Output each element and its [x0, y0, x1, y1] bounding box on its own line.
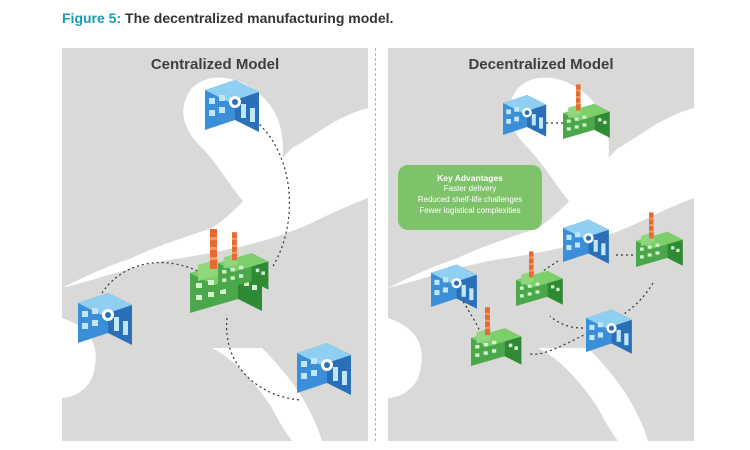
figure-label: Figure 5:	[62, 10, 122, 26]
centralized-map	[62, 48, 368, 441]
figure-caption: Figure 5: The decentralized manufacturin…	[62, 10, 393, 26]
decentralized-model-title: Decentralized Model	[468, 56, 614, 73]
advantage-item: Faster delivery	[443, 184, 497, 193]
centralized-model-title: Centralized Model	[150, 56, 280, 73]
centralized-model-panel: Centralized Model	[62, 48, 368, 441]
panel-divider	[375, 48, 376, 441]
decentralized-model-panel: Decentralized Model	[388, 48, 694, 441]
key-advantages-title: Key Advantages	[437, 173, 503, 183]
figure-caption-text: The decentralized manufacturing model.	[125, 10, 394, 26]
centralized-route-arrows	[101, 117, 303, 401]
central-factory-icon	[190, 229, 269, 313]
key-advantages-box: Key Advantages Faster delivery Reduced s…	[398, 165, 542, 230]
decentralized-map	[388, 48, 694, 441]
advantage-item: Fewer logistical complexities	[419, 206, 521, 215]
advantage-item: Reduced shelf-life challenges	[417, 195, 523, 204]
